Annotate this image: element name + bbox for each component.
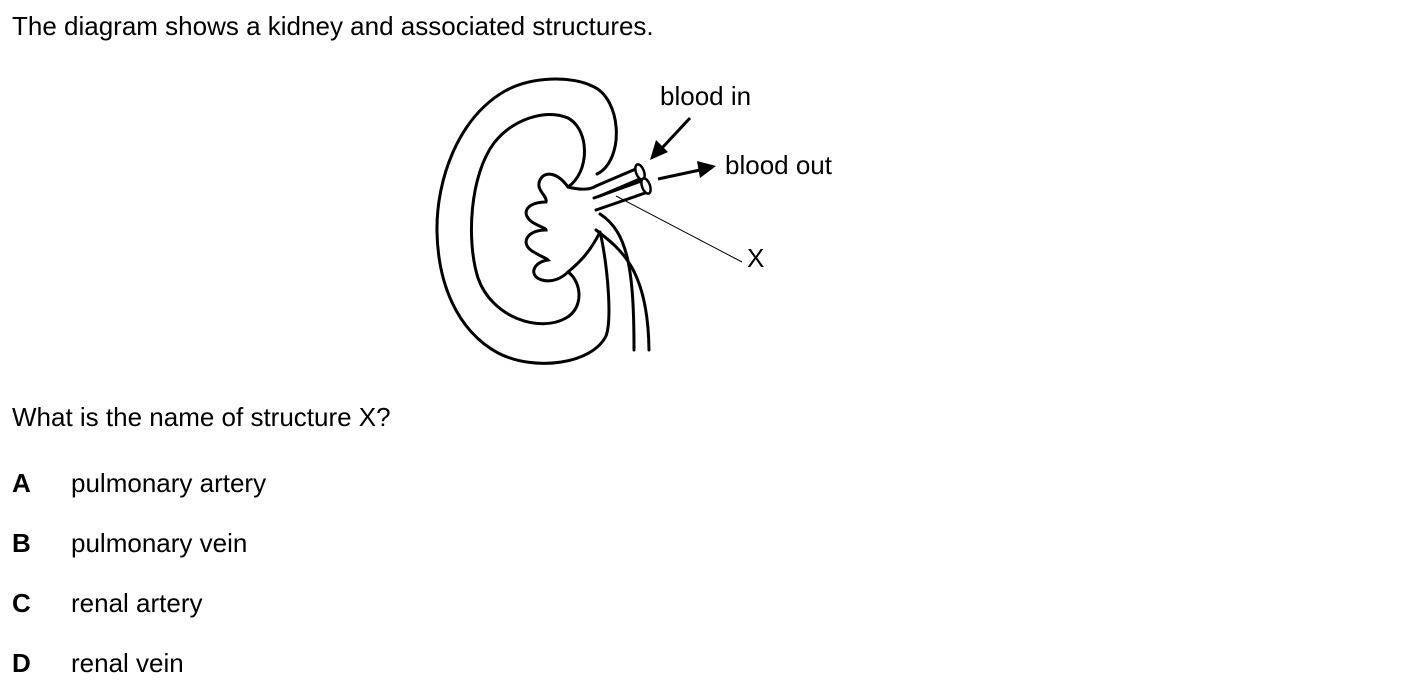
kidney-outer-outline [435,77,618,365]
blood-out-label: blood out [725,150,833,180]
option-a-text[interactable]: pulmonary artery [71,468,267,498]
hilum-lower-edge [566,230,602,274]
hilum-upper-edge [566,184,598,191]
intro-text: The diagram shows a kidney and associate… [12,11,654,41]
kidney-inner-outline [469,113,586,326]
option-c-text[interactable]: renal artery [71,588,203,618]
kidney-diagram: blood in blood out X [435,77,833,365]
question-text: What is the name of structure X? [12,402,391,432]
blood-out-arrowhead [697,161,716,178]
blood-in-arrowhead [650,140,668,160]
lower-blood-vessel [592,178,650,212]
option-b-letter[interactable]: B [12,528,31,558]
option-d-text[interactable]: renal vein [71,648,184,678]
blood-in-label: blood in [660,81,751,111]
option-a-letter[interactable]: A [12,468,31,498]
blood-in-arrow [660,116,692,150]
option-d-letter[interactable]: D [12,648,31,678]
ureter [594,212,651,352]
x-pointer-line [615,195,743,263]
lower-vessel-opening [640,177,652,195]
renal-pelvis-calyces [524,172,570,283]
structure-x-label: X [747,243,764,273]
option-c-letter[interactable]: C [12,588,31,618]
blood-out-arrow [657,168,701,181]
option-b-text[interactable]: pulmonary vein [71,528,248,558]
